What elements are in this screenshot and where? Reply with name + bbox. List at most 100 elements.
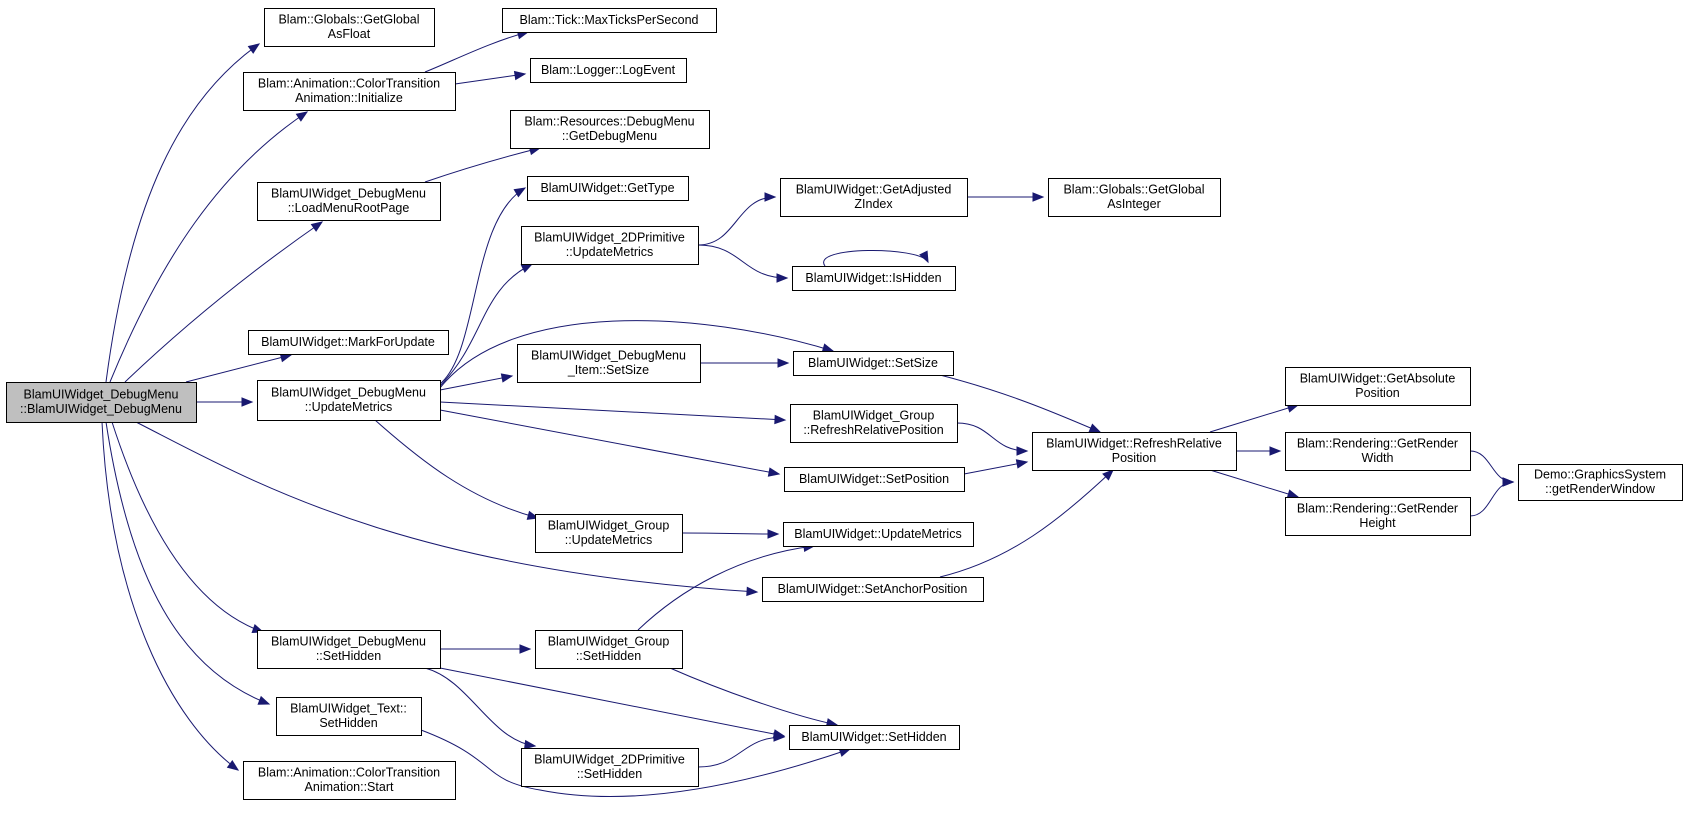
node-label: BlamUIWidget_Group: [548, 635, 670, 649]
edge-arrowhead: [247, 43, 261, 54]
node-box: [243, 72, 456, 111]
edge-load_root-to-get_debug_menu: [424, 145, 542, 183]
node-box: [521, 226, 699, 265]
node-label: ::RefreshRelativePosition: [803, 423, 943, 437]
node-box: [517, 344, 701, 383]
node-label: SetHidden: [319, 716, 377, 730]
node-text-sethidden[interactable]: BlamUIWidget_Text::SetHidden: [276, 697, 422, 736]
edge-dm_update-to-group_update: [374, 419, 540, 520]
node-log-event[interactable]: Blam::Logger::LogEvent: [530, 58, 687, 83]
node-item-setsize[interactable]: BlamUIWidget_DebugMenu_Item::SetSize: [517, 344, 701, 383]
node-refresh-rel[interactable]: BlamUIWidget::RefreshRelativePosition: [1032, 432, 1237, 471]
edge-arrowhead: [1286, 489, 1300, 499]
edge-arrowhead: [776, 273, 789, 283]
node-widget-sethidden[interactable]: BlamUIWidget::SetHidden: [789, 725, 960, 750]
node-get-debug-menu[interactable]: Blam::Resources::DebugMenu::GetDebugMenu: [510, 110, 710, 149]
node-label: BlamUIWidget::MarkForUpdate: [261, 335, 435, 349]
node-max-ticks[interactable]: Blam::Tick::MaxTicksPerSecond: [502, 8, 717, 33]
node-box: [1285, 367, 1471, 406]
edge-line: [454, 73, 526, 85]
node-box: [502, 8, 717, 33]
edge-arrowhead: [1502, 477, 1515, 487]
node-box: [248, 330, 449, 355]
node-set-anchor[interactable]: BlamUIWidget::SetAnchorPosition: [762, 577, 984, 602]
node-box: [257, 630, 441, 669]
node-box: [510, 110, 710, 149]
node-setposition[interactable]: BlamUIWidget::SetPosition: [784, 467, 965, 492]
edge-arrowhead: [500, 373, 514, 383]
edge-arrowhead: [764, 192, 777, 202]
edge-prim_sethidden-to-widget_sethidden: [697, 732, 786, 768]
node-render-window[interactable]: Demo::GraphicsSystem::getRenderWindow: [1518, 464, 1683, 501]
node-dm-update[interactable]: BlamUIWidget_DebugMenu::UpdateMetrics: [257, 380, 441, 421]
node-label: Blam::Logger::LogEvent: [541, 63, 676, 77]
edge-group_update-to-widget_update: [681, 529, 780, 539]
node-box: [784, 467, 965, 492]
node-is-hidden[interactable]: BlamUIWidget::IsHidden: [792, 266, 956, 291]
node-group-sethidden[interactable]: BlamUIWidget_Group::SetHidden: [535, 630, 683, 669]
node-label: Height: [1359, 516, 1396, 530]
node-setsize[interactable]: BlamUIWidget::SetSize: [793, 351, 954, 376]
node-group-refresh[interactable]: BlamUIWidget_Group::RefreshRelativePosit…: [790, 404, 958, 443]
edge-arrowhead: [1102, 469, 1114, 481]
edge-refresh_rel-to-get_abs: [1209, 403, 1300, 433]
node-root[interactable]: BlamUIWidget_DebugMenu::BlamUIWidget_Deb…: [6, 382, 197, 423]
node-box: [780, 178, 968, 217]
node-label: AsInteger: [1107, 197, 1161, 211]
edge-arrowhead: [1016, 446, 1029, 456]
node-label: ::UpdateMetrics: [565, 533, 653, 547]
node-label: _Item::SetSize: [567, 363, 649, 377]
node-label: Width: [1362, 451, 1394, 465]
node-label: Blam::Globals::GetGlobal: [278, 13, 419, 27]
node-label: ZIndex: [854, 197, 893, 211]
edge-line: [1469, 481, 1514, 517]
edge-arrowhead: [519, 644, 532, 654]
edge-setsize-to-refresh_rel: [939, 374, 1102, 433]
edge-line: [111, 421, 264, 633]
node-dm-sethidden[interactable]: BlamUIWidget_DebugMenu::SetHidden: [257, 630, 441, 669]
edge-arrowhead: [767, 529, 780, 539]
node-prim-update[interactable]: BlamUIWidget_2DPrimitive::UpdateMetrics: [521, 226, 699, 265]
node-mark-update[interactable]: BlamUIWidget::MarkForUpdate: [248, 330, 449, 355]
node-box: [789, 725, 960, 750]
edge-item_setsize-to-setsize: [699, 358, 790, 368]
node-label: Blam::Resources::DebugMenu: [524, 115, 694, 129]
node-color-init[interactable]: Blam::Animation::ColorTransitionAnimatio…: [243, 72, 456, 111]
node-label: BlamUIWidget_DebugMenu: [271, 187, 426, 201]
edge-dm_update-to-item_setsize: [439, 373, 514, 391]
node-get-type[interactable]: BlamUIWidget::GetType: [527, 176, 689, 201]
edge-adj_z-to-globals_int: [967, 192, 1045, 202]
node-box: [257, 182, 441, 221]
node-label: Animation::Start: [305, 780, 394, 794]
edge-root-to-dm_update: [196, 397, 254, 407]
edge-render_height-to-render_window: [1469, 477, 1515, 517]
edge-line: [439, 667, 785, 737]
node-group-update[interactable]: BlamUIWidget_Group::UpdateMetrics: [535, 514, 683, 553]
node-box: [793, 351, 954, 376]
node-box: [243, 761, 456, 800]
edge-group_sethidden-to-widget_sethidden: [669, 667, 839, 728]
edge-line: [105, 421, 270, 705]
node-widget-update[interactable]: BlamUIWidget::UpdateMetrics: [783, 522, 974, 547]
node-label: Blam::Animation::ColorTransition: [258, 77, 440, 91]
nodes-layer: BlamUIWidget_DebugMenu::BlamUIWidget_Deb…: [6, 8, 1683, 800]
edge-line: [374, 419, 539, 519]
node-label: Position: [1355, 386, 1400, 400]
node-color-start[interactable]: Blam::Animation::ColorTransitionAnimatio…: [243, 761, 456, 800]
edge-color_init-to-max_ticks: [424, 30, 530, 73]
node-box: [790, 404, 958, 443]
node-label: AsFloat: [328, 27, 371, 41]
edge-line: [439, 263, 533, 387]
node-label: BlamUIWidget_DebugMenu: [531, 349, 686, 363]
edge-root-to-color_start: [101, 421, 240, 771]
edge-dm_update-to-get_type: [439, 187, 527, 385]
node-prim-sethidden[interactable]: BlamUIWidget_2DPrimitive::SetHidden: [521, 748, 699, 787]
node-load-root[interactable]: BlamUIWidget_DebugMenu::LoadMenuRootPage: [257, 182, 441, 221]
edge-line: [1209, 404, 1299, 433]
